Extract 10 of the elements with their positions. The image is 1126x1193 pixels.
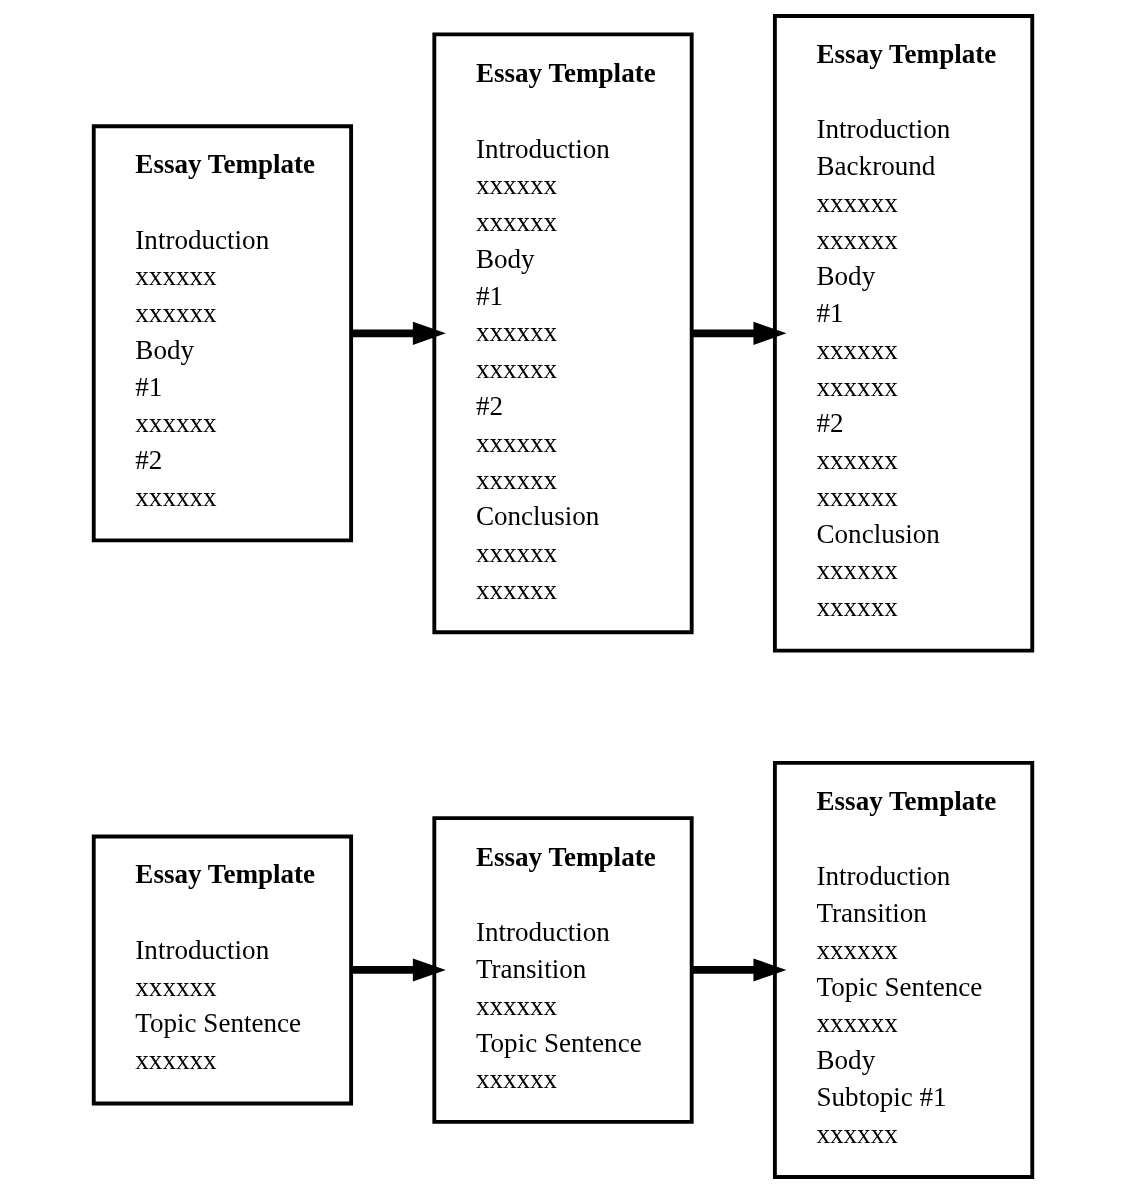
arrow: [351, 321, 446, 345]
node-box: Essay Template Introduction Backround xxxxxx xxxxxx Body #1 xxxxxx xxxxxx #2 xxxxxx xxxxxx Conclusion xxxxxx xxxxxx: [772, 14, 1035, 653]
node-box: Essay Template Introduction Transition xxxxxx Topic Sentence xxxxxx Body Subtopic #1 xxxxxx: [772, 761, 1035, 1179]
node-box: Essay Template Introduction Transition xxxxxx Topic Sentence xxxxxx: [432, 816, 694, 1124]
node-box: Essay Template Introduction xxxxxx Topic Sentence xxxxxx: [91, 834, 354, 1106]
arrow: [692, 321, 787, 345]
node-box: Essay Template Introduction xxxxxx xxxxxx Body #1 xxxxxx #2 xxxxxx: [91, 124, 354, 543]
arrow: [351, 958, 446, 982]
node-box: Essay Template Introduction xxxxxx xxxxxx Body #1 xxxxxx xxxxxx #2 xxxxxx xxxxxx Conclusion xxxxxx xxxxxx: [432, 32, 694, 635]
arrow: [692, 958, 787, 982]
